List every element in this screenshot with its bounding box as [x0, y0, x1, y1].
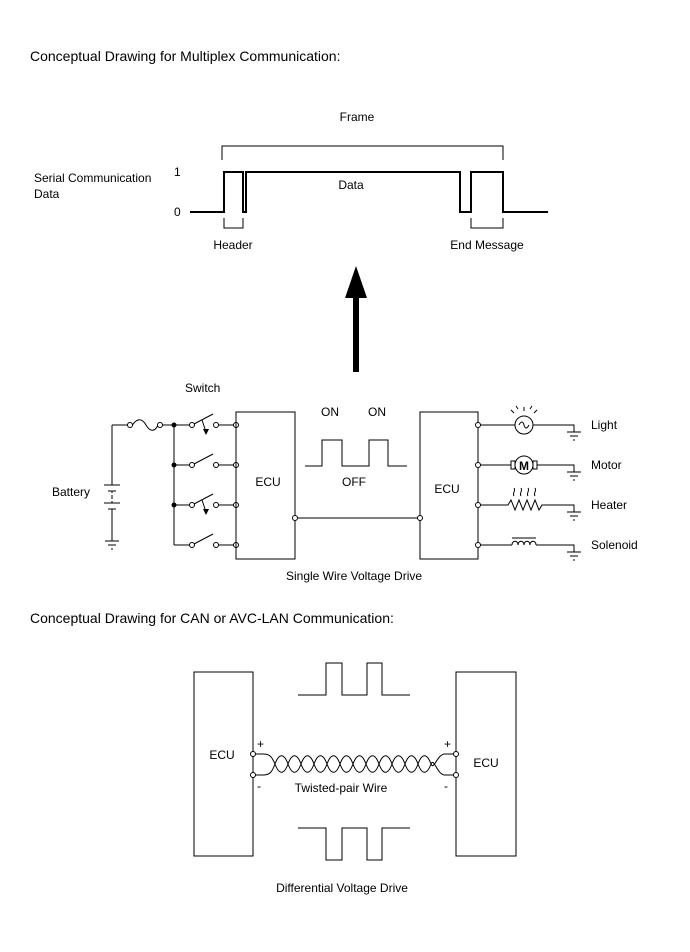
off-label: OFF: [342, 475, 366, 489]
can-ecu-left-box: [193, 671, 254, 857]
can-ecu-left-label: ECU: [209, 748, 234, 762]
load-motor: Motor: [591, 458, 622, 472]
can-right-plus: +: [444, 737, 451, 751]
on-label-2: ON: [368, 405, 386, 419]
pulse-waveform: [305, 439, 407, 467]
up-arrow-icon: [345, 266, 367, 372]
end-label: End Message: [450, 238, 524, 252]
differential-caption: Differential Voltage Drive: [276, 881, 408, 895]
can-low-waveform: [298, 827, 410, 861]
can-right-minus: -: [444, 779, 448, 793]
motor-icon: M: [480, 455, 575, 475]
can-ecu-right-label: ECU: [473, 756, 498, 770]
end-bracket: [470, 218, 504, 229]
can-left-minus: -: [257, 779, 261, 793]
load-solenoid: Solenoid: [591, 538, 638, 552]
frame-label: Frame: [340, 110, 375, 124]
twisted-pair-label: Twisted-pair Wire: [295, 781, 388, 795]
can-left-plus: +: [257, 737, 264, 751]
switch-icon: [174, 493, 239, 515]
load-heater: Heater: [591, 498, 627, 512]
ground-icon: [567, 431, 581, 441]
header-bracket: [223, 218, 244, 229]
header-label: Header: [213, 238, 252, 252]
can-high-waveform: [298, 662, 410, 696]
ground-icon: [105, 540, 119, 550]
solenoid-icon: [480, 537, 575, 552]
battery-label: Battery: [52, 485, 90, 499]
on-label-1: ON: [321, 405, 339, 419]
load-light: Light: [591, 418, 618, 432]
ground-icon: [567, 511, 581, 521]
fuse-icon: [127, 419, 163, 431]
level-high: 1: [174, 165, 181, 179]
heading-multiplex: Conceptual Drawing for Multiplex Communi…: [30, 48, 340, 64]
twisted-pair-wire: [255, 753, 454, 776]
level-low: 0: [174, 205, 181, 219]
ground-icon: [567, 551, 581, 561]
ecu-right-box: [419, 411, 479, 560]
heater-icon: [480, 487, 575, 512]
data-label: Data: [338, 178, 364, 192]
battery-icon: [104, 425, 120, 541]
serial-label-1: Serial Communication: [34, 171, 151, 185]
switch-icon: [174, 453, 239, 468]
ecu-right-label: ECU: [434, 482, 459, 496]
ecu-left-label: ECU: [255, 475, 280, 489]
ground-icon: [567, 471, 581, 481]
heading-can: Conceptual Drawing for CAN or AVC-LAN Co…: [30, 610, 394, 626]
serial-waveform: [190, 171, 548, 213]
frame-bracket: [221, 145, 504, 160]
switch-label: Switch: [185, 381, 220, 395]
ecu-left-box: [235, 411, 296, 560]
can-ecu-right-box: [455, 671, 517, 857]
lamp-icon: [480, 405, 575, 435]
switch-icon: [174, 533, 239, 548]
single-wire-caption: Single Wire Voltage Drive: [286, 569, 422, 583]
serial-label-2: Data: [34, 187, 60, 201]
switch-icon: [174, 413, 239, 435]
motor-symbol: M: [519, 459, 529, 473]
